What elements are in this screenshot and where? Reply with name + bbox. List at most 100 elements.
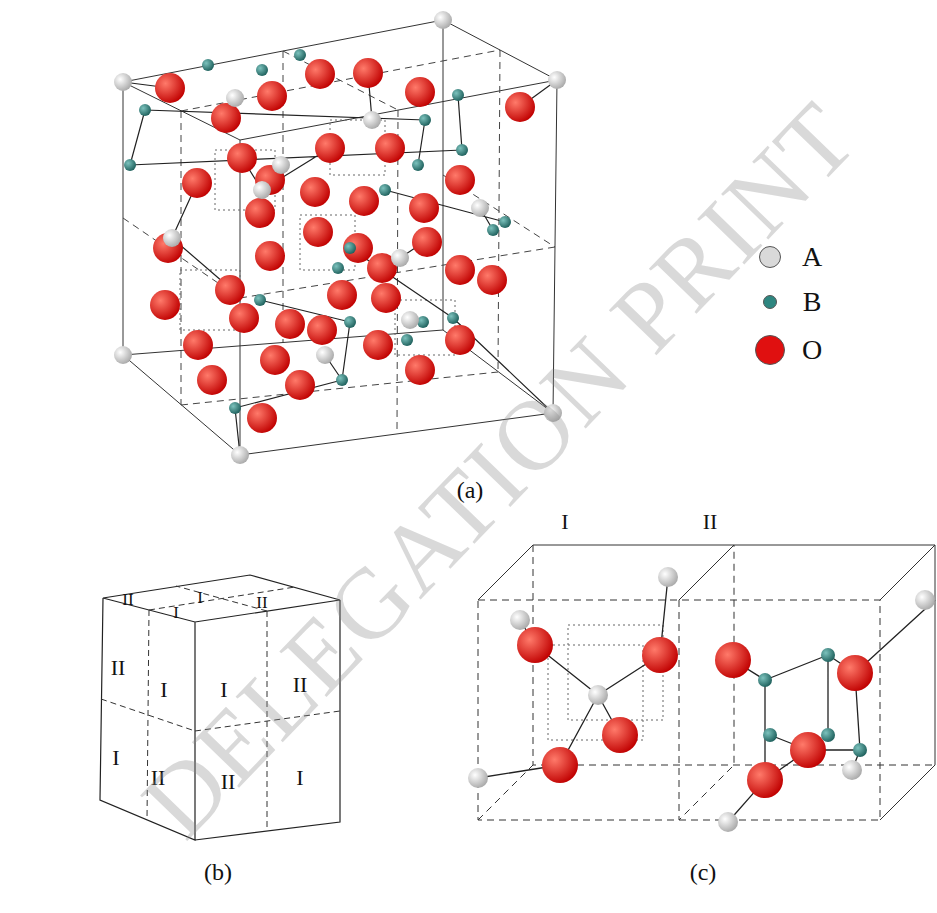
o-atom <box>227 143 257 173</box>
o-atom <box>445 165 475 195</box>
a-atom <box>114 346 132 364</box>
b-atom <box>344 316 356 328</box>
a-atom <box>231 446 249 464</box>
a-atom <box>658 567 678 587</box>
a-atom <box>915 590 935 610</box>
subcell-atoms <box>468 567 935 832</box>
a-atom <box>114 73 132 91</box>
b-atom <box>447 312 459 324</box>
b-atom <box>401 334 413 346</box>
o-atom <box>517 627 553 663</box>
a-atoms <box>114 11 566 464</box>
o-atom <box>477 265 507 295</box>
subcell-hidden-edges <box>478 545 935 820</box>
o-atom <box>405 77 435 107</box>
o-atom <box>183 330 213 360</box>
a-atom <box>471 199 489 217</box>
o-atom <box>715 642 751 678</box>
o-atom <box>353 58 383 88</box>
o-atom <box>371 283 401 313</box>
a-atom <box>434 11 452 29</box>
b-atom <box>202 59 214 71</box>
subcell-edges <box>478 545 935 820</box>
mid-planes <box>123 50 555 434</box>
o-atom <box>275 309 305 339</box>
cube-edges <box>123 20 557 455</box>
a-atom <box>163 229 181 247</box>
legend-swatch <box>755 335 785 365</box>
b-atom <box>853 743 867 757</box>
region-label: I <box>296 767 303 789</box>
o-atom <box>445 255 475 285</box>
b-atom <box>294 49 306 61</box>
b-atom <box>412 159 424 171</box>
a-atom <box>316 346 334 364</box>
o-atom <box>229 303 259 333</box>
b-atom <box>758 673 772 687</box>
b-atom <box>499 216 511 228</box>
o-atom <box>257 81 287 111</box>
a-atom <box>391 249 409 267</box>
region-label: I <box>197 589 203 606</box>
o-atom <box>211 103 241 133</box>
o-atom <box>602 717 638 753</box>
b-atom <box>821 728 835 742</box>
o-atom <box>327 280 357 310</box>
o-atom <box>307 315 337 345</box>
a-atom <box>842 760 862 780</box>
bond-lines <box>123 73 557 455</box>
a-atom <box>588 685 608 705</box>
region-label: II <box>122 591 133 608</box>
b-atom <box>332 262 344 274</box>
o-atom <box>315 133 345 163</box>
o-atom <box>343 233 373 263</box>
b-atom <box>821 648 835 662</box>
b-atom <box>487 224 499 236</box>
b-atom <box>379 184 391 196</box>
o-atom <box>155 73 185 103</box>
o-atom <box>790 732 826 768</box>
a-atom <box>401 311 419 329</box>
o-atom <box>837 655 873 691</box>
b-atom <box>229 402 241 414</box>
o-atom <box>409 193 439 223</box>
o-atom <box>197 365 227 395</box>
region-label: I <box>112 747 119 769</box>
subcube <box>395 300 455 355</box>
subcell-bonds <box>478 577 935 822</box>
b-atom <box>256 64 268 76</box>
legend-text: O <box>802 336 822 364</box>
bonds <box>123 73 557 455</box>
o-atom <box>245 198 275 228</box>
o-atom <box>747 762 783 798</box>
subcell-dotted-cube <box>548 625 663 740</box>
legend-swatch <box>763 295 777 309</box>
o-atom <box>405 355 435 385</box>
b-atom <box>419 114 431 126</box>
o-atom <box>260 345 290 375</box>
o-atom <box>412 227 442 257</box>
b-atom <box>124 159 136 171</box>
cube-frame <box>123 20 557 455</box>
b-atom <box>417 316 429 328</box>
o-atom <box>363 330 393 360</box>
o-atom <box>285 370 315 400</box>
b-atom <box>452 89 464 101</box>
b-atom <box>763 728 777 742</box>
subcell-frame <box>478 545 935 820</box>
o-atom <box>642 637 678 673</box>
a-atom <box>718 812 738 832</box>
region-label: I <box>173 604 179 621</box>
dashed-lines <box>123 50 555 434</box>
inner-cube <box>568 625 663 720</box>
b-atom <box>139 104 151 116</box>
a-atom <box>272 156 290 174</box>
a-atom <box>468 768 488 788</box>
dotted-subcubes <box>180 120 455 355</box>
o-atom <box>303 217 333 247</box>
bond-lines <box>478 577 935 822</box>
o-atom <box>505 92 535 122</box>
b-atom <box>254 294 266 306</box>
a-atom <box>226 89 244 107</box>
